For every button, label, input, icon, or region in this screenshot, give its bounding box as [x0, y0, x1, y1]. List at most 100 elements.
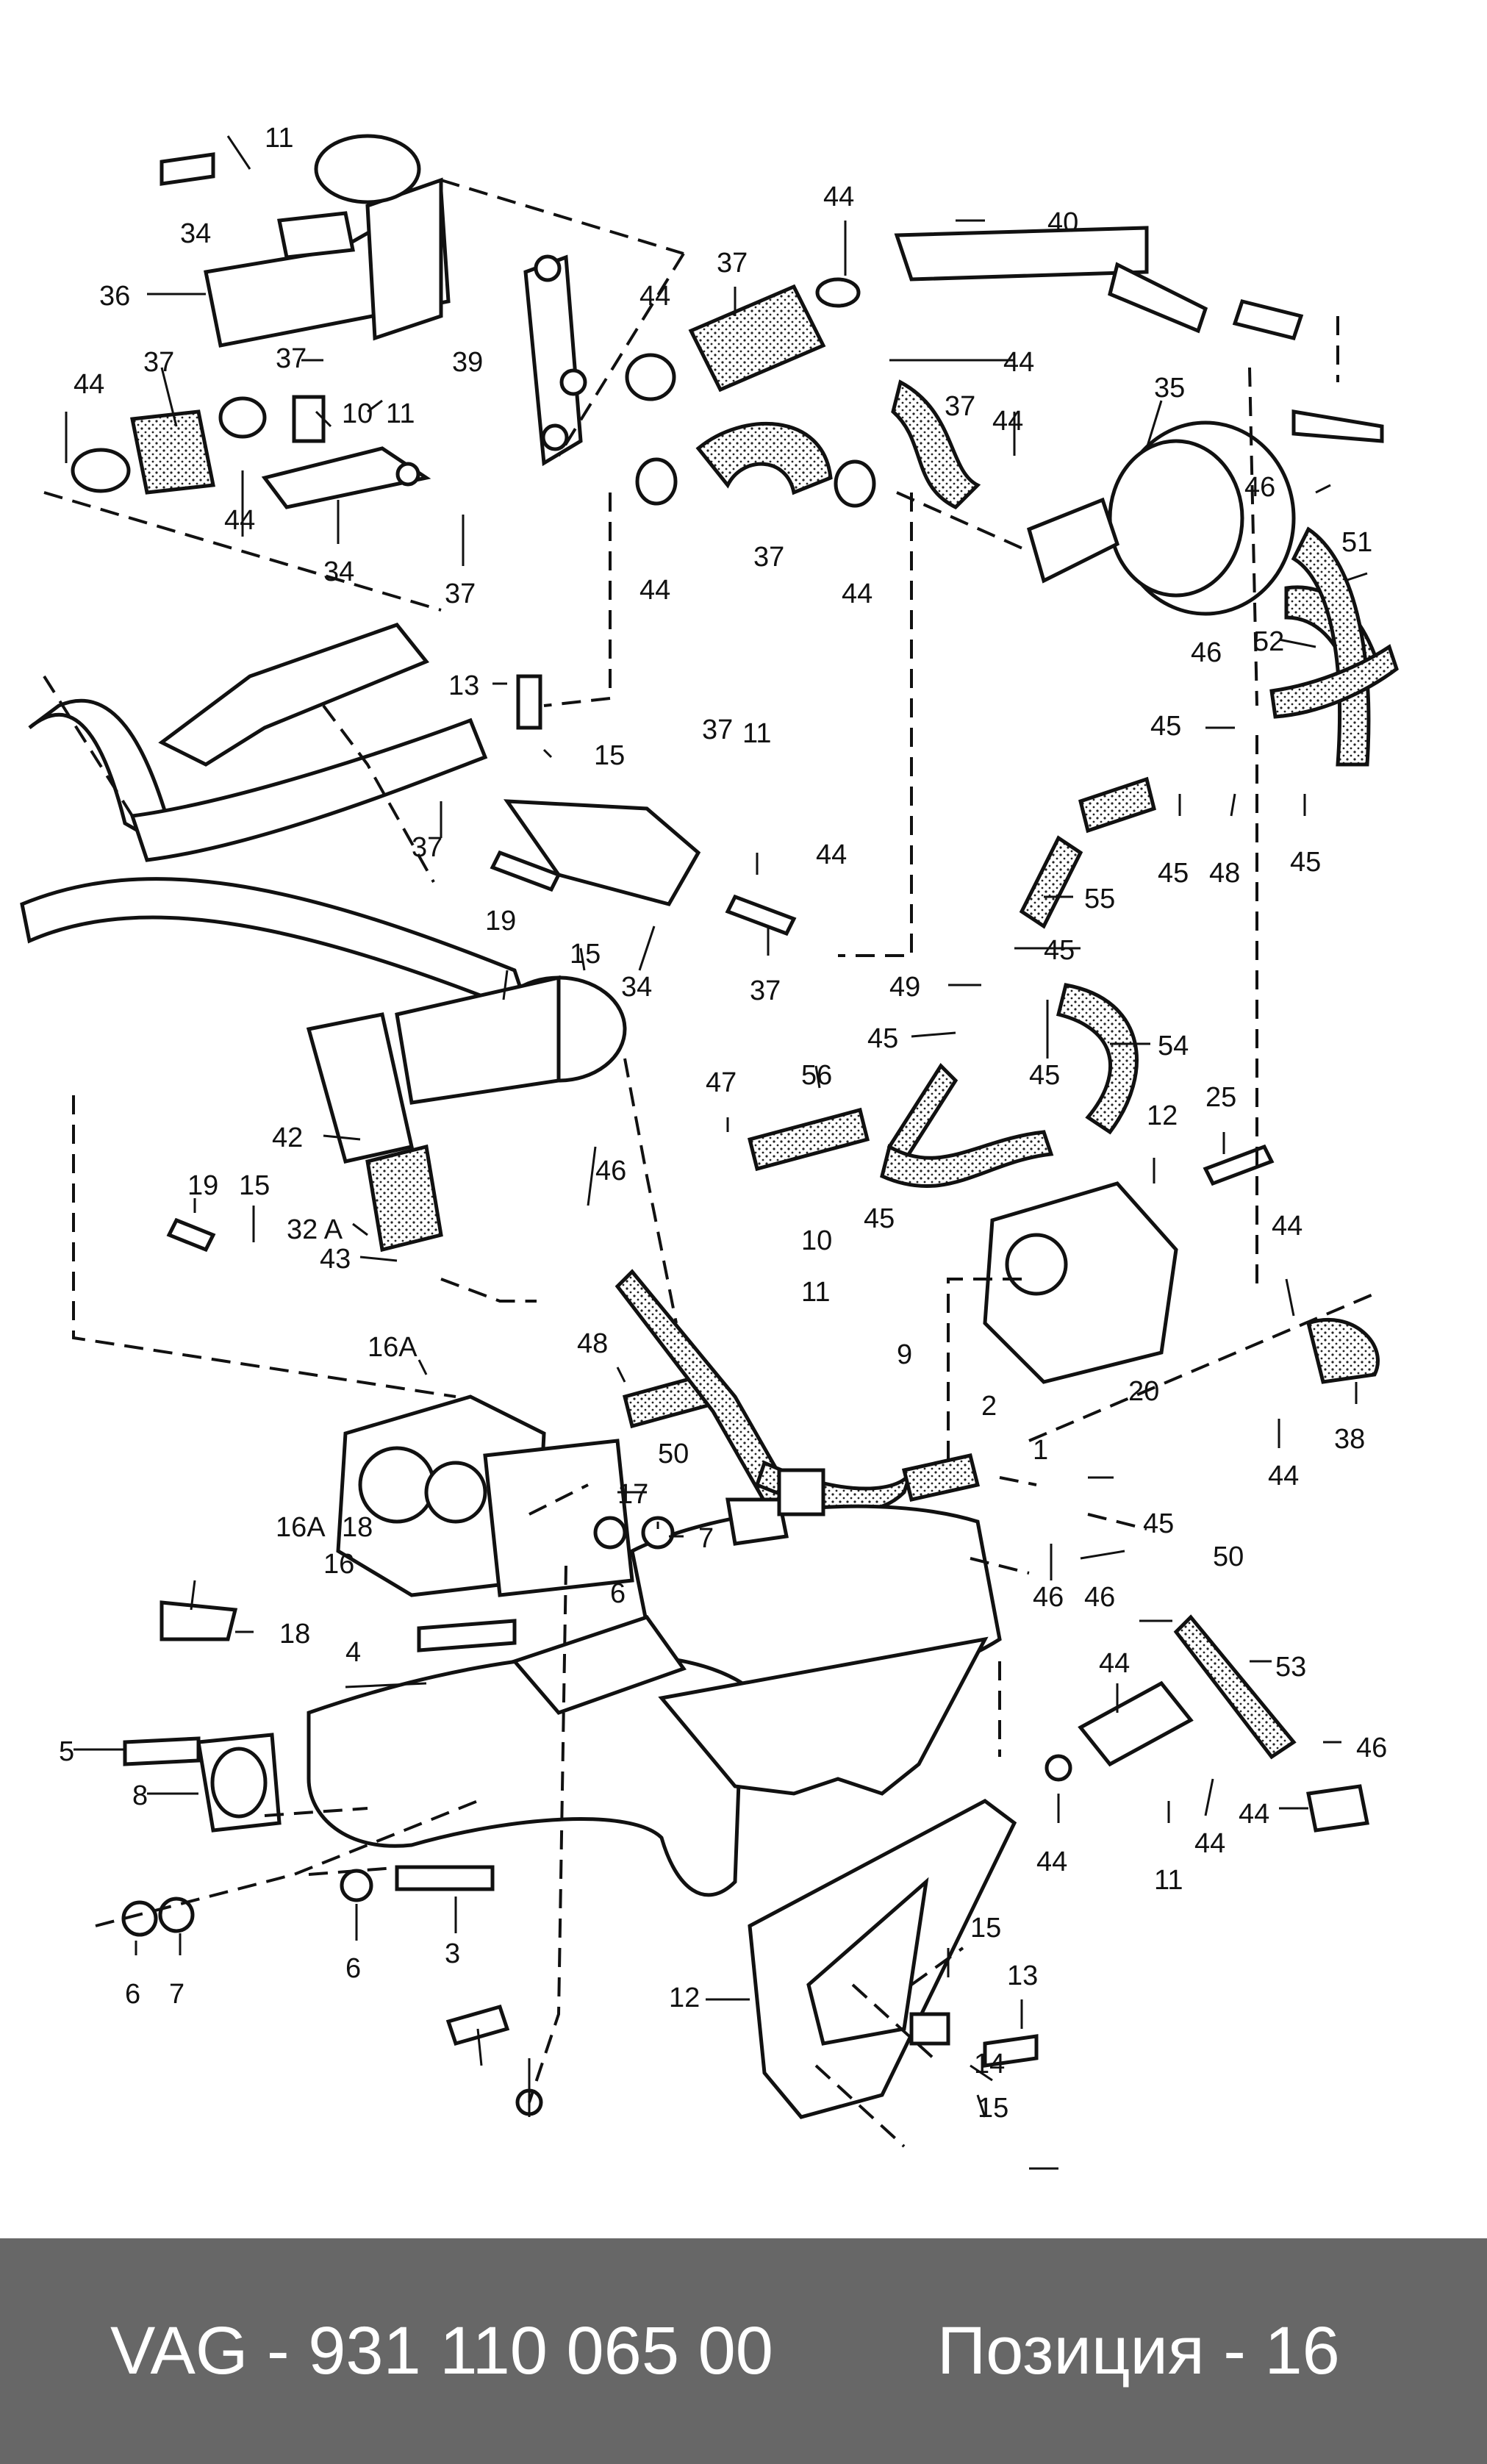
label-18: 18 — [279, 1619, 310, 1650]
label-43: 44 — [1194, 1828, 1225, 1859]
label-37: 43 — [320, 1244, 351, 1275]
label-15: 15 — [570, 939, 601, 970]
label-10: 10 — [342, 398, 373, 429]
label-9: 9 — [897, 1339, 912, 1370]
dashed-connectors — [43, 179, 1375, 2148]
label-45: 48 — [577, 1328, 608, 1359]
label-7: 7 — [169, 1979, 184, 2010]
label-37: 44 — [74, 369, 104, 400]
label-34: 37 — [753, 542, 784, 573]
label-44: 45 — [1150, 711, 1181, 742]
label-45: 46 — [1244, 472, 1275, 503]
label-34: 37 — [717, 248, 748, 279]
label-44: 45 — [867, 1023, 898, 1054]
label-25: 34 — [323, 556, 354, 587]
label-11: 11 — [1154, 1865, 1183, 1896]
parts-drawing — [20, 134, 1399, 2119]
label-34: 38 — [1334, 1424, 1365, 1455]
label-47: 50 — [658, 1439, 689, 1469]
label-13: 13 — [448, 670, 479, 701]
label-52: 55 — [1084, 884, 1115, 914]
label-26: 34 — [180, 218, 211, 249]
part-info-footer: VAG - 931 110 065 00 Позиция - 16 — [0, 2238, 1487, 2464]
label-37: 42 — [272, 1122, 303, 1153]
label-46: 49 — [889, 972, 920, 1003]
label-41: 44 — [816, 839, 847, 870]
label-1: 1 — [1033, 1435, 1048, 1466]
exploded-parts-diagram: 11 34 36 37 44 37 11 10 44 34 39 37 37 4… — [20, 123, 1399, 2170]
label-16A: 16A — [368, 1332, 418, 1363]
label-37: 44 — [639, 575, 670, 606]
label-2: 2 — [981, 1391, 997, 1422]
label-12: 12 — [669, 1983, 700, 2013]
label-48: 51 — [1341, 527, 1372, 558]
label-37: 44 — [823, 182, 854, 212]
label-37: 44 — [1272, 1211, 1303, 1242]
label-15: 15 — [970, 1913, 1001, 1944]
label-8: 8 — [132, 1780, 148, 1811]
label-18: 18 — [342, 1512, 373, 1543]
label-40: 44 — [1099, 1648, 1130, 1679]
label-21: 25 — [1205, 1082, 1236, 1113]
label-11: 11 — [265, 123, 293, 154]
label-7: 7 — [698, 1523, 714, 1554]
label-49: 52 — [1253, 626, 1284, 657]
label-32: 37 — [143, 347, 174, 378]
label-42: 44 — [1036, 1847, 1067, 1877]
label-29: 37 — [445, 579, 476, 609]
label-45: 46 — [595, 1156, 626, 1186]
label-38: 44 — [992, 406, 1023, 437]
label-19: 19 — [485, 906, 516, 936]
label-3: 3 — [445, 1938, 460, 1969]
label-45: 46 — [1191, 637, 1222, 668]
label-44: 46 — [1084, 1582, 1115, 1613]
label-6: 6 — [345, 1953, 361, 1984]
label-30: 37 — [702, 715, 733, 745]
label-15: 15 — [978, 2093, 1008, 2124]
label-45: 47 — [706, 1067, 737, 1098]
label-6: 6 — [610, 1578, 626, 1609]
label-37: 44 — [842, 579, 873, 609]
label-36: 40 — [1047, 207, 1078, 238]
label-28: 36 — [99, 281, 130, 312]
label-37: 44 — [224, 505, 255, 536]
label-6: 6 — [125, 1979, 140, 2010]
label-45: 46 — [1356, 1733, 1387, 1763]
label-46: 48 — [1209, 858, 1240, 889]
label-37: 44 — [1268, 1461, 1299, 1491]
label-44: 45 — [1029, 1060, 1060, 1091]
label-16A-18: 16A — [276, 1512, 326, 1543]
label-53: 56 — [801, 1060, 832, 1091]
leader-lines — [65, 135, 1368, 2170]
label-15: 15 — [239, 1170, 270, 1201]
label-44: 45 — [1143, 1508, 1174, 1539]
label-51: 54 — [1158, 1031, 1189, 1061]
label-10: 10 — [801, 1225, 832, 1256]
label-11: 11 — [386, 398, 415, 429]
label-20: 20 — [1128, 1376, 1159, 1407]
label-44: 45 — [1290, 847, 1321, 878]
label-44: 45 — [1044, 935, 1075, 966]
label-30: 37 — [276, 343, 307, 374]
label-44: 45 — [1158, 858, 1189, 889]
label-19: 19 — [187, 1170, 218, 1201]
position-label: Позиция - 16 — [937, 2313, 1340, 2388]
label-14: 14 — [974, 2049, 1005, 2080]
label-31: 37 — [412, 832, 442, 863]
label-5: 5 — [59, 1736, 74, 1767]
label-44: 46 — [1033, 1582, 1064, 1613]
label-11: 11 — [742, 718, 771, 749]
label-27: 35 — [1154, 373, 1185, 404]
label-33: 37 — [945, 391, 975, 422]
label-16: 16 — [323, 1549, 354, 1580]
label-11: 12 — [1147, 1100, 1178, 1131]
label-35: 39 — [452, 347, 483, 378]
label-46: 50 — [1213, 1541, 1244, 1572]
label-17: 17 — [617, 1479, 648, 1510]
label-50: 53 — [1275, 1652, 1306, 1683]
label-39: 44 — [1239, 1799, 1269, 1830]
label-45: 45 — [864, 1203, 895, 1234]
label-38: 44 — [1003, 347, 1034, 378]
label-37: 44 — [639, 281, 670, 312]
label-11: 11 — [801, 1277, 830, 1308]
